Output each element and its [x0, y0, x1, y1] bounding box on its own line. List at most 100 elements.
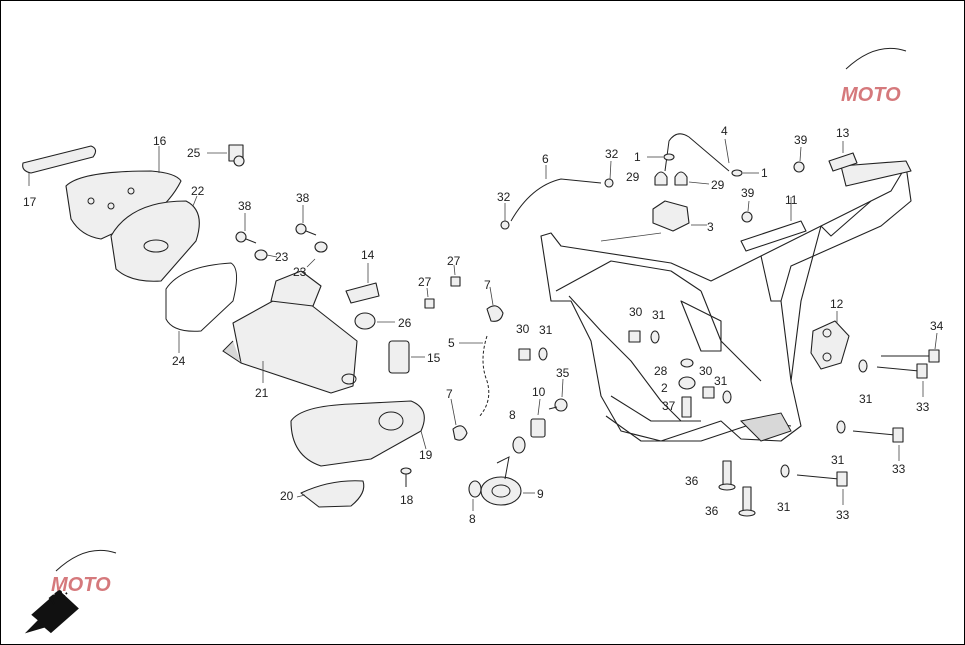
callout-23b: 23	[293, 265, 307, 279]
part-33-long-bolt-a	[876, 363, 928, 397]
callout-3: 3	[707, 220, 714, 234]
part-27-nut-b	[450, 264, 461, 287]
callout-31b: 31	[652, 308, 666, 322]
callout-33a: 33	[916, 400, 930, 414]
callout-13: 13	[836, 126, 850, 140]
part-31-washer-c	[722, 390, 732, 404]
part-39-bolt-a	[793, 146, 805, 173]
part-23-washer-left	[254, 249, 278, 261]
callout-32a: 32	[605, 147, 619, 161]
callout-32b: 32	[497, 190, 511, 204]
callout-31f: 31	[777, 500, 791, 514]
callout-12: 12	[830, 297, 844, 311]
callout-4: 4	[721, 124, 728, 138]
part-30-nut-b	[628, 330, 641, 343]
part-6-tube	[510, 165, 602, 222]
callout-25: 25	[187, 146, 201, 160]
callout-9: 9	[537, 487, 544, 501]
part-27-nut-a	[424, 287, 435, 309]
part-1-clamp-b	[731, 169, 759, 177]
callout-15: 15	[427, 351, 441, 365]
callout-7a: 7	[484, 278, 491, 292]
part-32-clip-b	[500, 203, 510, 230]
part-7-clamp-bottom	[450, 398, 468, 441]
part-19-side-cover	[290, 400, 427, 467]
part-16-side-cover	[65, 146, 182, 240]
callout-34: 34	[930, 319, 944, 333]
part-37-bolt	[681, 396, 692, 418]
callout-39a: 39	[794, 133, 808, 147]
callout-31d: 31	[859, 392, 873, 406]
callout-38b: 38	[296, 191, 310, 205]
part-5-coil-hose	[459, 335, 490, 418]
part-25-bolt	[207, 144, 245, 167]
callout-22: 22	[191, 184, 205, 198]
callout-8a: 8	[509, 408, 516, 422]
callout-1b: 1	[761, 166, 768, 180]
callout-16: 16	[153, 134, 167, 148]
callout-36a: 36	[685, 474, 699, 488]
callout-17: 17	[23, 195, 37, 209]
part-18-screw	[400, 467, 412, 487]
callout-27a: 27	[418, 275, 432, 289]
callout-5: 5	[448, 336, 455, 350]
part-12-bracket	[810, 311, 850, 370]
callout-33c: 33	[836, 508, 850, 522]
callout-labels: 17 16 22 24 25 38 23 38 23 21 14 26 15 2…	[23, 124, 944, 526]
part-7-clamp-top	[486, 286, 504, 322]
part-17-strip	[22, 145, 97, 186]
part-36-bolt-b	[738, 486, 756, 517]
callout-11: 11	[785, 193, 798, 207]
part-14-clip	[345, 263, 380, 304]
callout-31c: 31	[714, 374, 728, 388]
callout-7b: 7	[446, 387, 453, 401]
callout-6: 6	[542, 152, 549, 166]
part-29-cap-a	[654, 171, 668, 186]
part-36-bolt-a	[718, 460, 736, 491]
callout-8b: 8	[469, 512, 476, 526]
part-33-long-bolt-b	[852, 427, 904, 461]
callout-29b: 29	[711, 178, 725, 192]
callout-27b: 27	[447, 254, 461, 268]
part-20-small-cover	[296, 480, 365, 508]
part-39-bolt-b	[741, 200, 753, 223]
part-10-sleeve	[530, 398, 546, 438]
watermark-text: MOTO	[841, 84, 901, 106]
callout-23a: 23	[275, 250, 289, 264]
part-24-gasket	[165, 262, 237, 353]
callout-28: 28	[654, 364, 668, 378]
part-31-washer-b	[650, 330, 660, 344]
part-35-bolt	[548, 378, 568, 412]
part-11-frame	[540, 160, 912, 442]
part-15-rubber-block	[388, 340, 425, 374]
callout-29a: 29	[626, 170, 640, 184]
callout-38a: 38	[238, 199, 252, 213]
part-9-horn	[480, 456, 535, 506]
callout-36b: 36	[705, 504, 719, 518]
part-38-bolt-right	[295, 205, 317, 236]
callout-19: 19	[419, 448, 433, 462]
watermark-logo-top-right: MOTO	[841, 47, 907, 106]
callout-31a: 31	[539, 323, 553, 337]
watermark-logo-bottom-left: MOTO	[51, 549, 117, 596]
callout-18: 18	[400, 493, 414, 507]
part-31-washer-d	[858, 359, 868, 373]
callout-35: 35	[556, 366, 570, 380]
part-3-valve	[600, 200, 707, 242]
part-29-cap-b	[674, 171, 710, 186]
part-4-hose	[664, 133, 730, 172]
part-30-nut-a	[518, 348, 531, 361]
part-31-washer-f	[780, 464, 790, 478]
callout-30b: 30	[629, 305, 643, 319]
part-32-clip-a	[604, 160, 614, 188]
part-28-bushing	[680, 358, 694, 368]
callout-37: 37	[662, 399, 676, 413]
part-2-grommet	[678, 376, 696, 390]
part-1-clamp-a	[647, 153, 675, 161]
callout-10: 10	[532, 385, 546, 399]
callout-21: 21	[255, 386, 269, 400]
part-21-airbox	[222, 270, 358, 394]
callout-30c: 30	[699, 364, 713, 378]
